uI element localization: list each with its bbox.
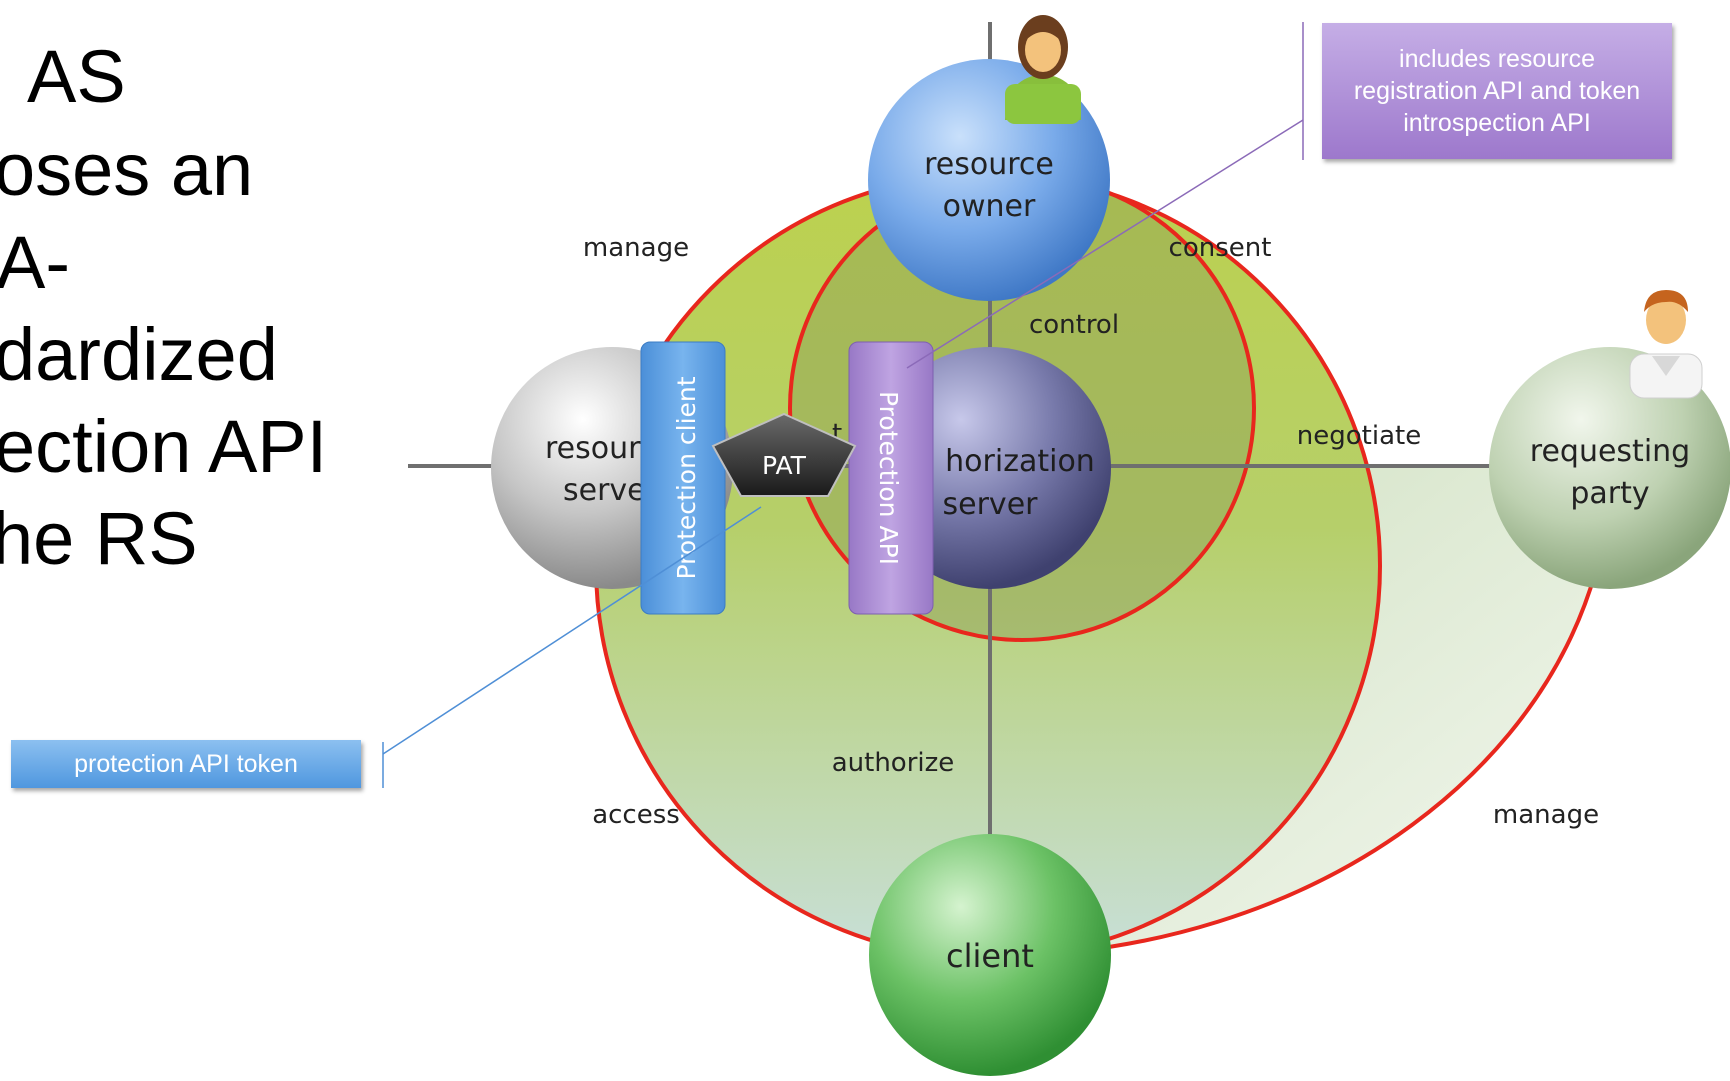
authorization-server-label-1: horization — [945, 444, 1095, 479]
requesting-party-avatar-icon — [1629, 290, 1703, 399]
relation-consent: consent — [1169, 233, 1272, 263]
resource-owner-avatar-icon — [1005, 15, 1081, 124]
authorization-server-label-2: server — [943, 487, 1039, 522]
relation-manage-bottom: manage — [1493, 800, 1599, 830]
protection-client-label: Protection client — [672, 376, 701, 579]
protection-api-bar — [848, 341, 934, 615]
protection-api-label: Protection API — [874, 391, 903, 565]
resource-owner-label-1: resource — [924, 147, 1054, 182]
protection-client-bar — [640, 341, 726, 615]
lead-text-line-4: dardized — [0, 313, 278, 396]
lead-text-line-6: he RS — [0, 497, 198, 580]
relation-authorize: authorize — [832, 748, 955, 778]
pat-callout-leader — [382, 506, 762, 755]
lead-text-line-2: oses an — [0, 128, 254, 211]
pat-callout-text: protection API token — [74, 749, 298, 778]
relation-control: control — [1029, 310, 1119, 340]
api-callout-text: includes resource registration API and t… — [1353, 45, 1641, 137]
relation-partial-label: t — [832, 419, 842, 449]
resource-owner-label-2: owner — [943, 189, 1036, 224]
lead-text-line-3: A- — [0, 221, 70, 304]
pat-token-label: PAT — [762, 451, 807, 480]
relation-negotiate: negotiate — [1297, 421, 1421, 451]
relation-manage-top: manage — [583, 233, 689, 263]
requesting-party-label-2: party — [1570, 476, 1649, 511]
client-label: client — [946, 937, 1034, 975]
pat-token-shape — [711, 412, 857, 497]
client-node — [869, 834, 1111, 1076]
resource-server-label-1: resour — [545, 431, 641, 466]
resource-server-label-2: serve — [563, 473, 646, 508]
requesting-party-label-1: requesting — [1530, 434, 1690, 469]
api-callout: includes resource registration API and t… — [1322, 23, 1672, 159]
lead-text-line-5: ection API — [0, 405, 328, 488]
lead-text-line-1: AS — [27, 35, 126, 118]
api-callout-leader — [906, 119, 1304, 369]
requesting-party-node — [1489, 347, 1730, 589]
pat-callout: protection API token — [11, 740, 361, 788]
relation-access: access — [592, 800, 680, 830]
